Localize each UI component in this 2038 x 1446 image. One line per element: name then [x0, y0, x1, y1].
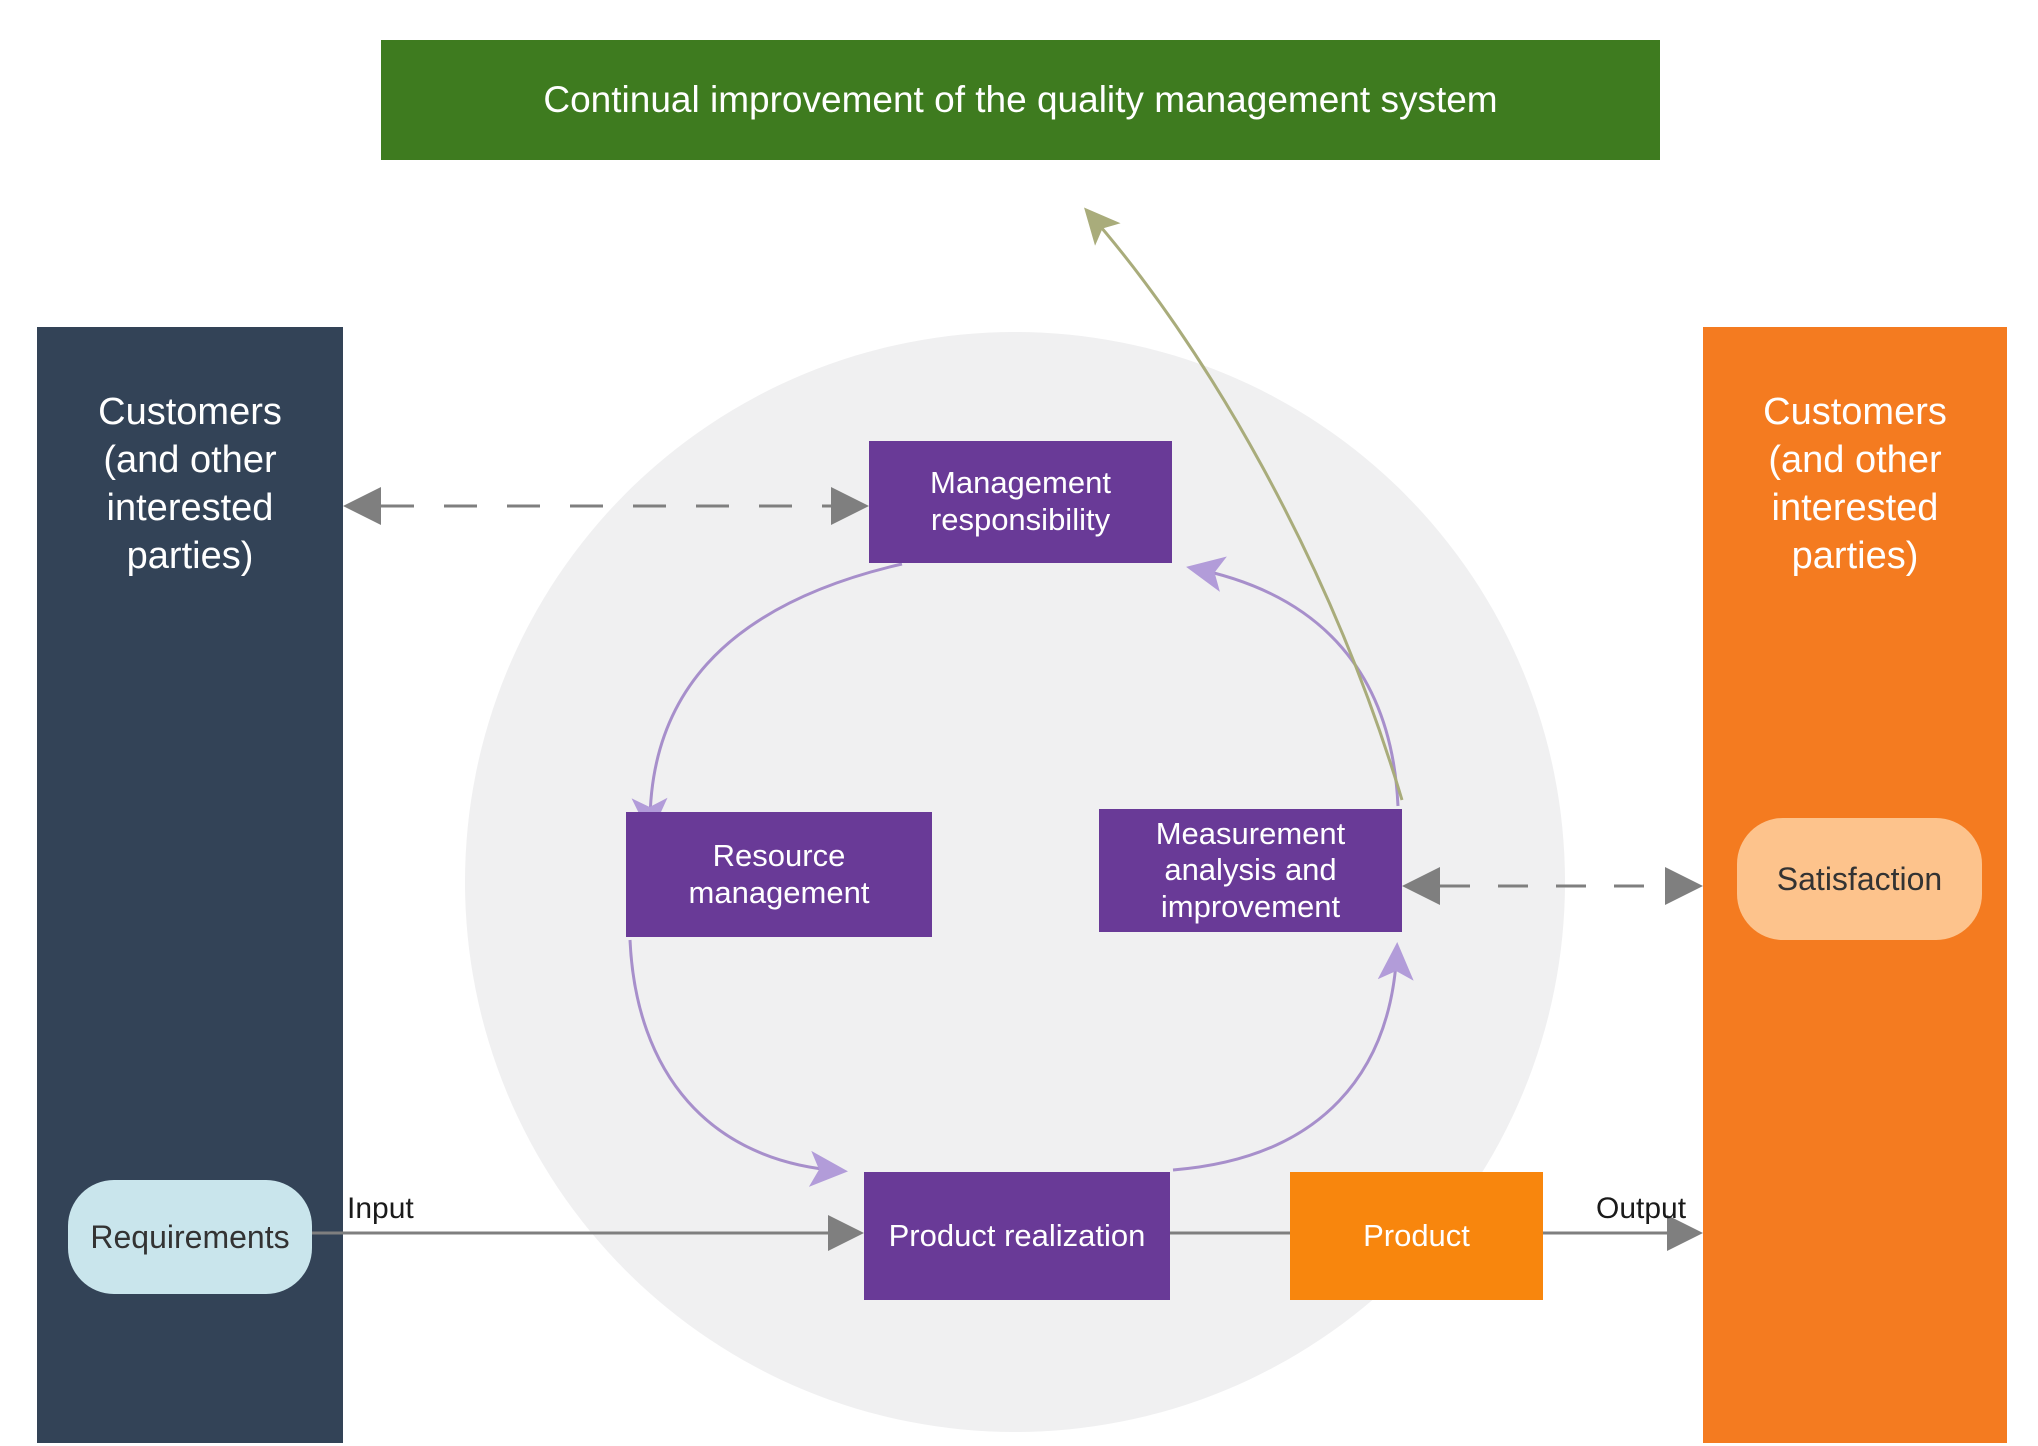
- requirements-pill: Requirements: [68, 1180, 312, 1294]
- measurement-analysis-label: Measurement analysis and improvement: [1155, 815, 1346, 924]
- output-label: Output: [1596, 1192, 1687, 1225]
- node-measurement-analysis: Measurement analysis and improvement: [1099, 809, 1402, 932]
- banner-label: Continual improvement of the quality man…: [543, 79, 1498, 120]
- input-label: Input: [347, 1192, 414, 1225]
- customers-left-line-4: parties): [126, 534, 254, 577]
- customers-right-line-2: (and other: [1768, 438, 1942, 481]
- node-resource-management: Resource management: [626, 812, 932, 937]
- resource-management-label: Resource management: [688, 837, 870, 910]
- customers-left-title: Customers (and other interested parties): [37, 327, 343, 581]
- customers-right-line-1: Customers: [1763, 391, 1947, 433]
- node-product: Product: [1290, 1172, 1543, 1300]
- customers-left-line-3: interested: [106, 486, 274, 529]
- customers-right-title: Customers (and other interested parties): [1703, 327, 2007, 581]
- customers-left-line-1: Customers: [98, 391, 282, 433]
- node-management-responsibility: Management responsibility: [869, 441, 1172, 563]
- satisfaction-pill: Satisfaction: [1737, 818, 1982, 940]
- management-responsibility-label: Management responsibility: [930, 465, 1111, 537]
- product-label: Product: [1363, 1218, 1470, 1253]
- requirements-label: Requirements: [90, 1218, 290, 1255]
- product-realization-label: Product realization: [888, 1217, 1146, 1253]
- customers-right-line-3: interested: [1771, 486, 1939, 529]
- customers-right-line-4: parties): [1791, 534, 1919, 577]
- continual-improvement-banner: Continual improvement of the quality man…: [381, 40, 1660, 160]
- customers-left-line-2: (and other: [103, 438, 277, 481]
- node-product-realization: Product realization: [864, 1172, 1170, 1300]
- satisfaction-label: Satisfaction: [1776, 860, 1943, 897]
